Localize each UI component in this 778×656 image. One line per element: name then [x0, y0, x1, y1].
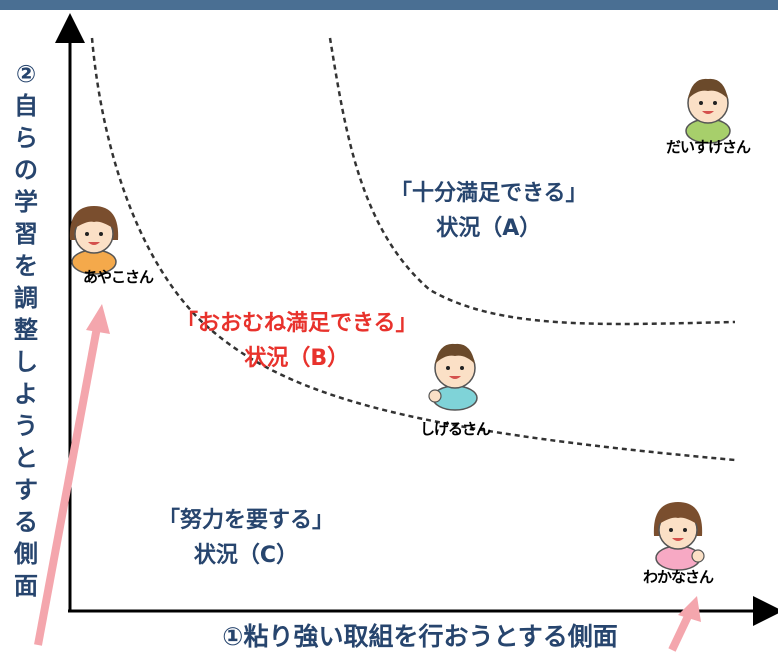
region-b-status: 状況（B） [244, 346, 350, 371]
top-rule [0, 0, 778, 10]
right-pink-arrow [668, 596, 701, 652]
person-ayako: あやこさん [68, 268, 168, 287]
person-daisuke: だいすけさん [658, 138, 758, 157]
x-axis-label: ①粘り強い取組を行おうとする側面 [222, 622, 618, 651]
person-ayako-name: あやこさん [82, 268, 154, 286]
region-b-title: 「おおむね満足できる」 [176, 311, 418, 336]
y-axis-label: ②自らの学習を調整しようとする側面 [14, 60, 38, 600]
person-daisuke-name: だいすけさん [665, 138, 751, 156]
person-shigeru-name: しげるさん [419, 420, 491, 438]
girl-icon [69, 206, 119, 275]
region-c-title: 「努力を要する」 [158, 508, 335, 533]
person-wakana-name: わかなさん [642, 568, 714, 586]
boundary-b-c [90, 37, 736, 462]
person-shigeru: しげるさん [405, 420, 505, 439]
region-a-title: 「十分満足できる」 [390, 181, 588, 206]
person-wakana: わかなさん [628, 568, 728, 587]
boy-icon [428, 343, 478, 411]
region-a-label: 「十分満足できる」 状況（A） [390, 176, 588, 246]
region-c-label: 「努力を要する」 状況（C） [158, 503, 334, 573]
region-a-status: 状況（A） [436, 216, 542, 241]
boundary-a-b [328, 37, 736, 326]
boy-icon [685, 78, 731, 144]
girl-icon [653, 502, 705, 571]
left-pink-arrow [34, 304, 110, 646]
region-b-label: 「おおむね満足できる」 状況（B） [176, 306, 418, 376]
region-c-status: 状況（C） [193, 543, 299, 568]
